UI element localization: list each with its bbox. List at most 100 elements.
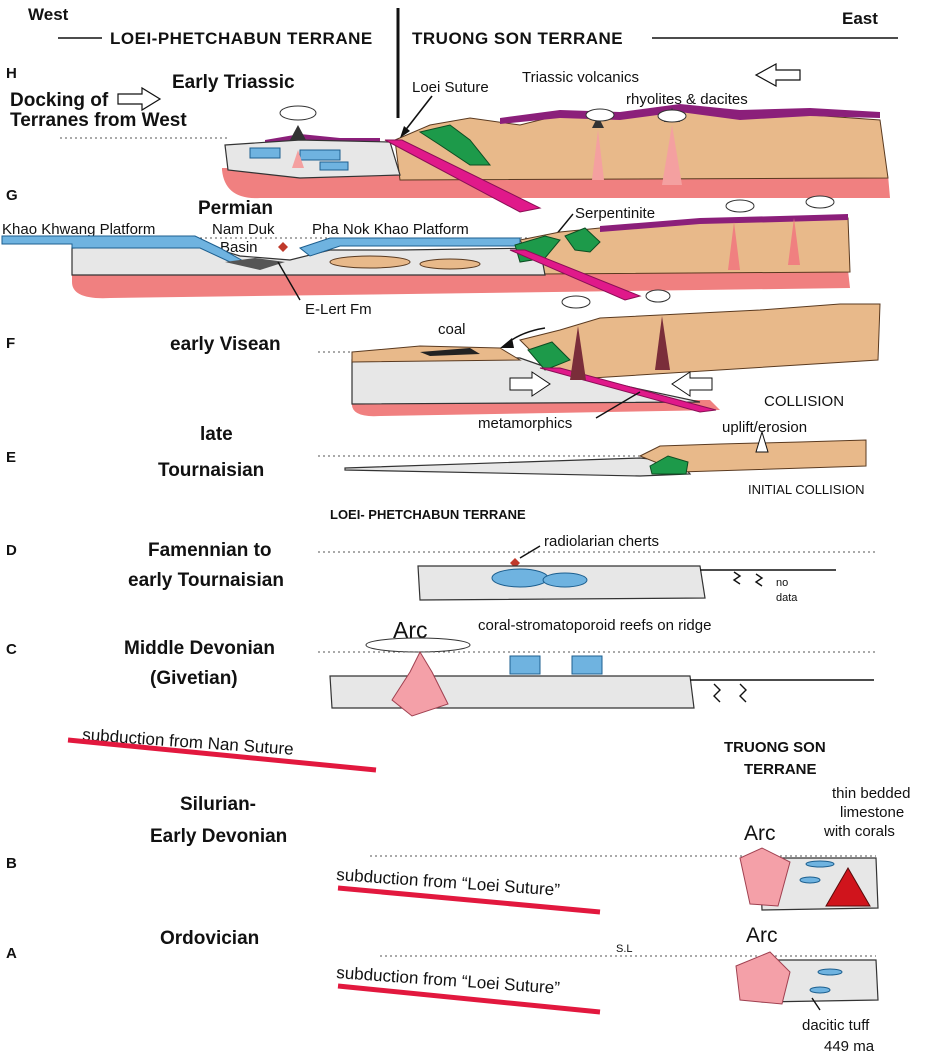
stage-c: C Middle Devonian (Givetian) Arc coral-s… [6,617,876,717]
stage-letter-f: F [6,335,15,352]
subduction-loei-label-a: subduction from “Loei Suture” [336,963,561,998]
volcano-h-1 [592,116,604,128]
volcano-h-west [290,125,306,140]
reef-c-2 [571,655,603,675]
khao-khwang-label: Khao Khwang Platform [2,221,155,238]
subducting-slab-g [509,249,642,301]
dacitic-label-1: dacitic tuff [802,1017,870,1034]
dacitic-pointer [811,997,821,1011]
e-lert-label: E-Lert Fm [305,301,372,318]
limestone-lens-d-2 [542,572,588,588]
stage-letter-g: G [6,187,18,204]
limestone-a-1 [817,968,843,976]
docking-label-1: Docking of [10,90,109,111]
tan-block-e [638,439,867,473]
docking-label-2: Terranes from West [10,110,187,131]
stage-title-b-1: Silurian- [180,794,256,815]
stage-title-c-2: (Givetian) [150,668,238,689]
arc-volcano-b [739,847,791,907]
limestone-h-1 [249,147,281,159]
ash-cloud-f-1 [561,295,591,309]
ash-cloud-h-west [279,105,317,121]
stage-f: F early Visean coal metamorphics COLLISI… [6,289,881,432]
ash-cloud-f-2 [645,289,671,303]
reefs-label: coral-stromatoporoid reefs on ridge [478,617,711,634]
stage-letter-a: A [6,945,17,962]
limestone-h-3 [319,161,349,171]
tan-block-g [519,217,851,275]
ash-cloud-c [365,637,471,653]
left-terrane-header: LOEI-PHETCHABUN TERRANE [110,29,373,48]
volcano-conduit-g-1 [728,222,740,270]
sea-level-label: S.L [616,943,633,955]
reef-c-1 [509,655,541,675]
crust-g [72,270,850,299]
stage-title-d-2: early Tournaisian [128,570,284,591]
volcano-conduit-g-2 [788,218,800,265]
stage-d: D Famennian to early Tournaisian radiola… [6,533,876,604]
serpentinite-label: Serpentinite [575,205,655,222]
truong-son-header-1: TRUONG SON [724,739,826,756]
stage-letter-e: E [6,449,16,466]
stage-title-c-1: Middle Devonian [124,638,275,659]
subduction-nan: subduction from Nan Suture [67,725,377,773]
arrow-right-icon [117,86,162,112]
stage-title-d-1: Famennian to [148,540,272,561]
triassic-volcanics-label: Triassic volcanics [522,69,639,86]
collision-label: COLLISION [764,393,844,410]
metamorphics-label: metamorphics [478,415,572,432]
serpentinite-h [418,124,492,166]
e-lert-pointer [277,261,301,301]
stage-title-f: early Visean [170,334,281,355]
break-mark-d-1 [732,571,742,585]
no-data-label-1: no [776,577,788,589]
arc-label-b: Arc [744,822,776,845]
truong-son-header-2: TERRANE [744,761,817,778]
stage-letter-b: B [6,855,17,872]
right-terrane-header: TRUONG SON TERRANE [412,29,623,48]
serpentinite-e [649,455,689,475]
limestone-b-1 [805,860,835,868]
loei-terrane-mid-header: LOEI- PHETCHABUN TERRANE [330,507,526,522]
thin-bedded-label-2: limestone [840,804,904,821]
loei-suture-label: Loei Suture [412,79,489,96]
limestone-a-2 [809,986,831,994]
ash-cloud-g-1 [725,199,755,213]
coal-seam [420,348,480,356]
volcano-conduit-f-1 [570,326,586,380]
uplift-arrow-icon [755,430,769,453]
thin-bedded-label-1: thin bedded [832,785,910,802]
subduction-loei-label-b: subduction from “Loei Suture” [336,865,561,900]
tan-block-f [519,303,881,381]
stage-h: H Early Triassic Docking of Terranes fro… [6,62,890,213]
arc-label-a: Arc [746,924,778,947]
break-mark-c-2 [739,683,747,703]
chert-marker-icon [278,242,288,252]
loei-suture-pointer [403,95,433,133]
limestone-b-2 [799,876,821,884]
radiolarian-label: radiolarian cherts [544,533,659,550]
sand-lens-g-2 [419,258,481,270]
west-label: West [28,5,69,24]
initial-collision-label: INITIAL COLLISION [748,482,865,497]
pha-nok-khao-label: Pha Nok Khao Platform [312,221,469,238]
nam-duk-label-2: Basin [220,239,258,256]
volcano-conduit-f-2 [655,316,670,370]
radiolarian-pointer [519,545,541,559]
pointer-head-icon [400,126,410,138]
serpentinite-f [527,341,571,371]
stage-title-a: Ordovician [160,928,259,949]
arrow-left-icon [754,62,801,88]
thrust-arrow-icon [500,338,514,348]
limestone-lens-d-1 [491,568,549,588]
khao-khwang-platform [1,235,247,263]
stage-title-e-2: Tournaisian [158,460,264,481]
arrow-right-icon-f [509,371,551,397]
arrow-left-icon-f [671,371,713,397]
subduction-loei-line-a [337,983,601,1015]
stage-g: G Permian Khao Khwang Platform Nam Duk B… [1,187,851,318]
nam-duk-label-1: Nam Duk [212,221,275,238]
metamorphics-pointer [595,391,641,419]
limestone-h-2 [299,149,341,161]
